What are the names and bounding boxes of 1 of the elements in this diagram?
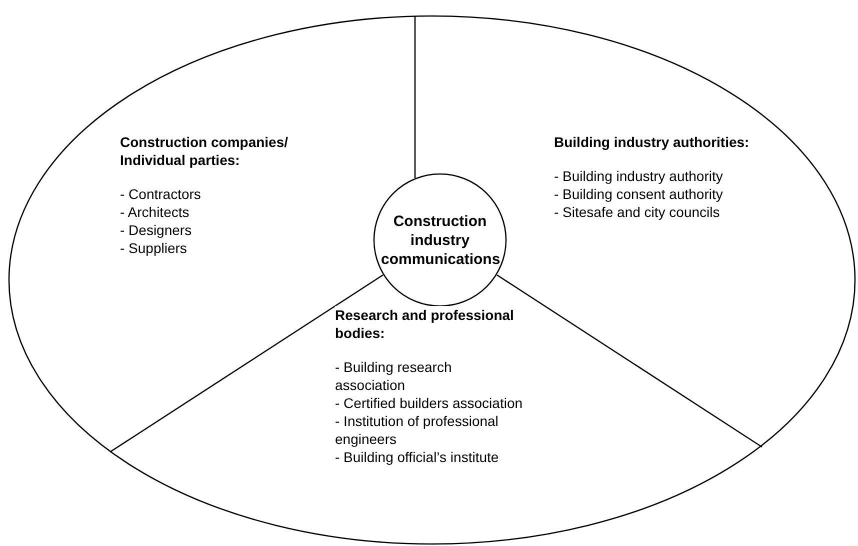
hub-title: Construction industry communications [381,212,499,268]
